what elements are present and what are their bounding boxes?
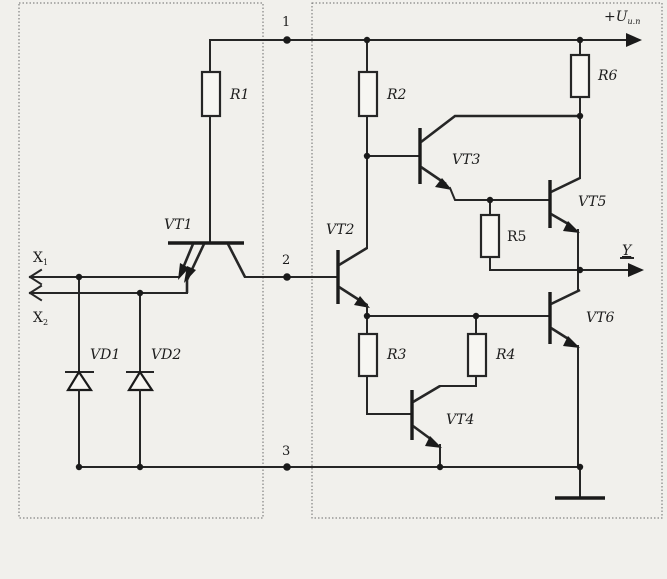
vt6-label: VT6 <box>586 310 614 326</box>
transistor-vt4 <box>410 384 442 468</box>
supply-label: +Uи.п <box>604 9 640 26</box>
transistor-vt5 <box>548 176 581 291</box>
diode-vd2 <box>126 292 155 468</box>
output-arrow-icon <box>628 263 644 277</box>
x1-arrow-icon <box>28 268 43 286</box>
x2-label: X2 <box>33 310 48 327</box>
resistor-r6 <box>569 39 591 179</box>
supply-rail <box>209 33 642 73</box>
vt5-label: VT5 <box>578 194 606 210</box>
transistor-vt3 <box>418 114 580 201</box>
diode-vd1 <box>65 276 94 468</box>
x2-arrow-icon <box>28 284 43 302</box>
junction-dots <box>75 36 584 471</box>
transistor-vt1 <box>168 241 247 293</box>
node-2-dot <box>283 273 291 281</box>
output-label: Y <box>622 243 633 259</box>
vd1-label: VD1 <box>90 347 120 363</box>
transistor-vt2 <box>336 246 370 335</box>
resistor-r5 <box>479 199 581 271</box>
node-3-label: 3 <box>282 444 290 459</box>
x1-label: X1 <box>33 250 48 267</box>
node-1-label: 1 <box>282 15 290 30</box>
input-block-frame <box>18 2 264 519</box>
vt2-label: VT2 <box>326 222 354 238</box>
resistor-r3 <box>357 332 413 415</box>
node-3-dot <box>283 463 291 471</box>
r5-label: R5 <box>507 229 526 245</box>
ground-rail <box>78 466 605 500</box>
r4-label: R4 <box>495 347 515 363</box>
resistor-r1 <box>200 70 222 244</box>
r6-label: R6 <box>597 68 618 84</box>
r3-label: R3 <box>386 347 407 363</box>
output-block-frame <box>311 2 663 519</box>
resistor-r2 <box>357 39 379 249</box>
r2-label: R2 <box>386 87 407 103</box>
r1-label: R1 <box>229 87 249 103</box>
transistor-vt6 <box>548 288 581 468</box>
resistor-r4 <box>414 315 488 402</box>
node-1-dot <box>283 36 291 44</box>
vd2-label: VD2 <box>151 347 181 363</box>
vt3-label: VT3 <box>452 152 480 168</box>
node-2-label: 2 <box>282 253 290 268</box>
vt1-label: VT1 <box>164 217 192 233</box>
vt4-label: VT4 <box>446 412 474 428</box>
